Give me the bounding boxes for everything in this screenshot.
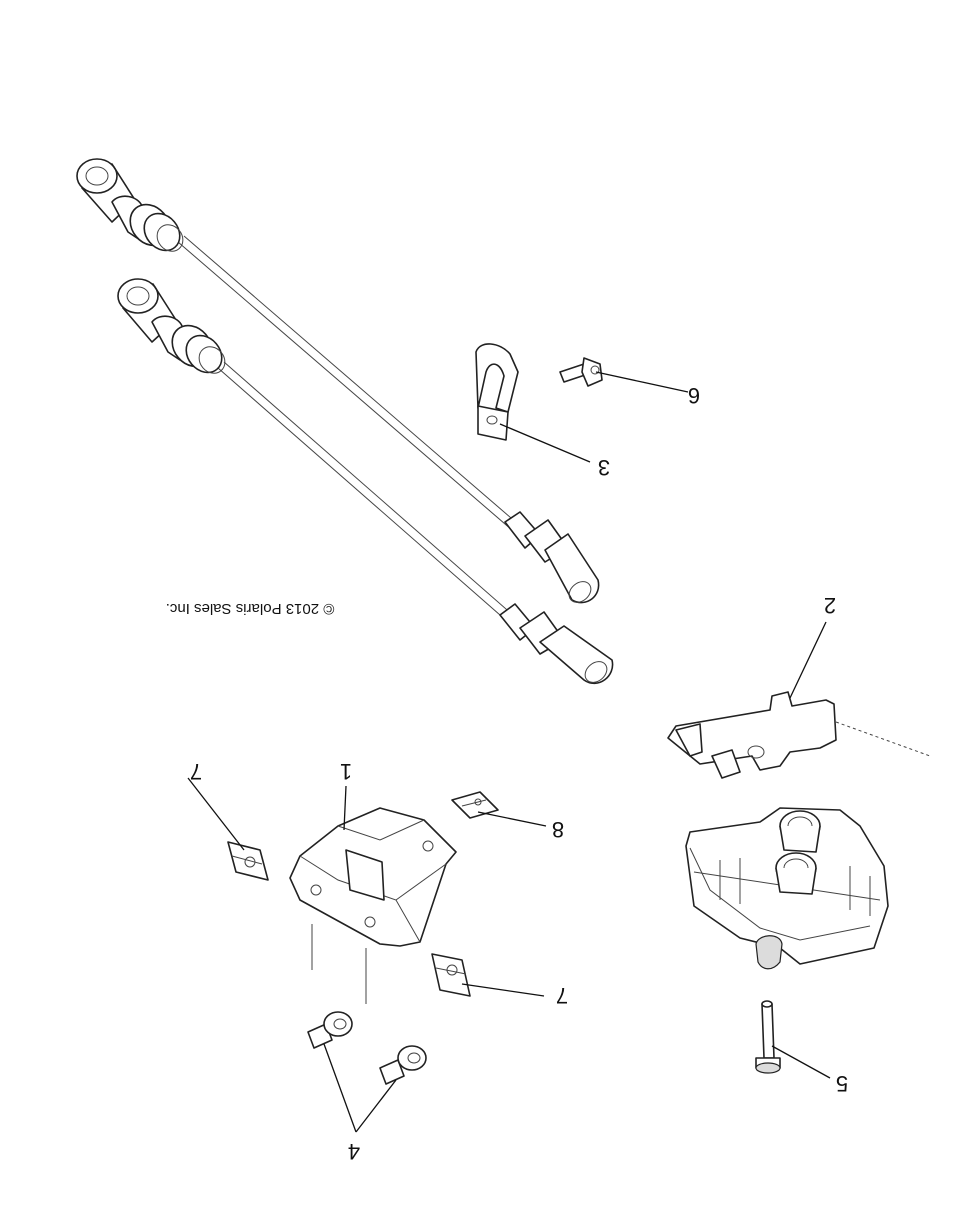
screw-part-6 [559,357,603,387]
long-bolt-part-5 [755,1000,781,1074]
speed-nut-clip-part-7-right [431,953,471,997]
bracket-part-2 [667,691,931,779]
callout-8: 8 [552,817,564,842]
bolt-part-4-right [379,1045,427,1085]
callout-5: 5 [836,1071,848,1096]
callout-7-right: 7 [556,983,568,1008]
callout-6: 6 [688,383,700,408]
ignition-coil [685,807,889,970]
callout-2: 2 [824,593,836,618]
wire-clamp-part-3 [475,343,519,441]
copyright-text: © 2013 Polaris Sales Inc. [166,600,335,617]
callout-3: 3 [598,455,610,480]
callout-labels: 1 2 3 4 5 6 7 7 8 [190,383,848,1164]
spark-plug-wire-lower [117,278,614,685]
spark-plug-wire-upper [76,158,600,604]
speed-nut-clip-part-7-left [227,841,269,881]
clip-part-8 [451,791,499,819]
callout-1: 1 [340,759,352,784]
callout-7-left: 7 [190,759,202,784]
callout-4: 4 [348,1139,360,1164]
bolt-part-4-left [307,1011,353,1049]
leader-lines [187,371,831,1133]
mount-bracket-part-1 [289,807,457,1004]
